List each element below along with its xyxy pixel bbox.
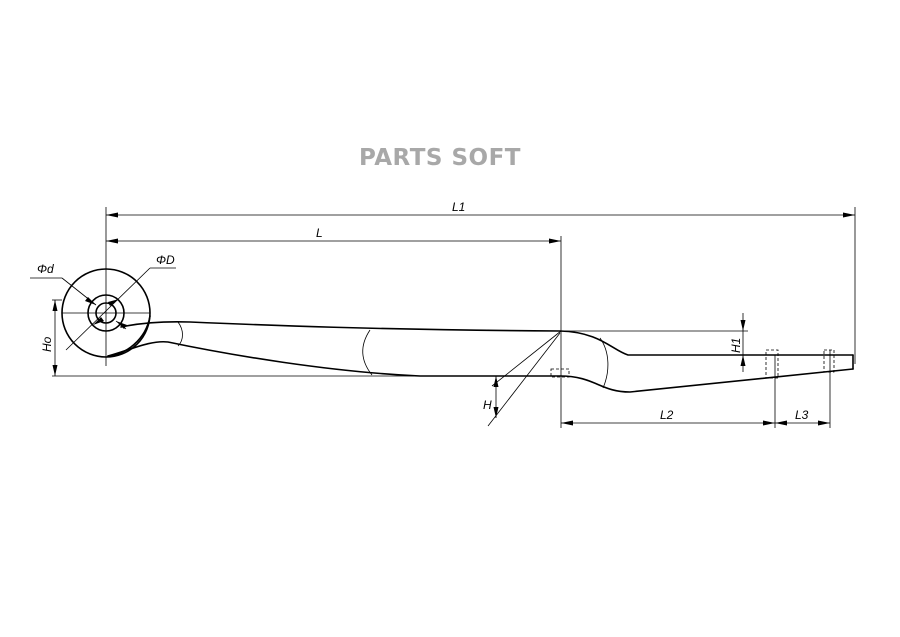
- dimension-L: L: [106, 226, 561, 244]
- label-L1: L1: [452, 200, 465, 214]
- label-L: L: [316, 226, 323, 240]
- leaf-lower-edge: [107, 340, 854, 393]
- dimension-L2: L2: [561, 408, 775, 426]
- dimension-H: H: [483, 376, 499, 418]
- extension-lines: [52, 207, 856, 428]
- label-H: H: [483, 398, 492, 412]
- dimension-L1: L1: [106, 200, 855, 218]
- label-phi-D: ΦD: [156, 253, 175, 267]
- section-arc-2: [362, 329, 373, 376]
- leaf-upper-edge: [120, 320, 854, 356]
- watermark: PARTS SOFT: [358, 145, 521, 171]
- label-L2: L2: [660, 408, 674, 422]
- label-H1: H1: [729, 338, 743, 353]
- spring-body: [61, 268, 854, 393]
- dimension-L3: L3: [775, 408, 830, 426]
- label-Ho: Ho: [40, 336, 54, 352]
- dimension-Ho: Ho: [40, 300, 58, 376]
- section-arc-1: [177, 321, 183, 347]
- dimension-phi-d: Φd: [30, 262, 127, 330]
- clip-hidden-1: [765, 349, 779, 379]
- label-phi-d: Φd: [37, 262, 54, 276]
- section-arc-3: [599, 337, 609, 389]
- dimension-H1: H1: [729, 313, 746, 372]
- dimension-phi-D: ΦD: [65, 253, 176, 351]
- center-bolt-hidden: [550, 368, 570, 378]
- clip-hidden-2: [823, 349, 835, 373]
- label-L3: L3: [795, 408, 809, 422]
